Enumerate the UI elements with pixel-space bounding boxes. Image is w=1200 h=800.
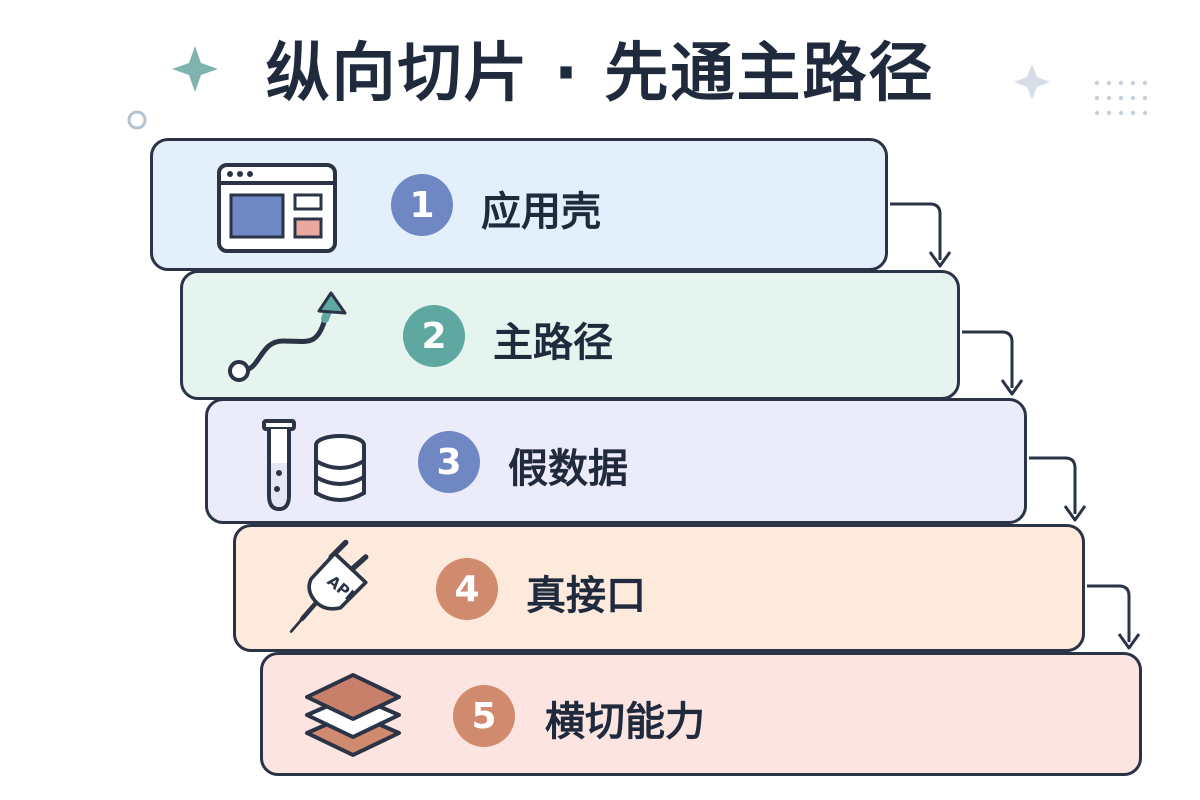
dot-grid-decoration-icon [1094, 80, 1148, 116]
connector-arrow-1-2 [890, 202, 952, 268]
step-2-label: 主路径 [493, 320, 613, 366]
api-plug-icon: API [289, 539, 369, 633]
connector-arrow-4-5 [1087, 584, 1141, 650]
step-1-card: 1 应用壳 [150, 138, 888, 271]
step-4-number-badge: 4 [436, 558, 498, 620]
step-3-card: 3 假数据 [205, 398, 1027, 524]
step-1-number-badge: 1 [391, 174, 453, 236]
step-4-label: 真接口 [526, 573, 646, 619]
connector-arrow-2-3 [962, 330, 1024, 396]
ring-decoration-icon [127, 110, 147, 130]
path-arrow-icon [228, 291, 347, 382]
step-5-card: 5 横切能力 [260, 652, 1142, 776]
layers-icon [305, 673, 401, 757]
step-5-number-badge: 5 [453, 685, 515, 747]
sparkle-left-icon [172, 46, 218, 92]
step-3-label: 假数据 [508, 446, 628, 492]
step-2-card: 2 主路径 [180, 270, 960, 400]
step-2-number-badge: 2 [403, 305, 465, 367]
step-3-number-badge: 3 [418, 431, 480, 493]
step-5-label: 横切能力 [545, 699, 705, 745]
step-1-label: 应用壳 [481, 189, 601, 235]
sparkle-right-icon [1014, 64, 1050, 100]
page-title: 纵向切片 · 先通主路径 [265, 37, 935, 111]
step-4-card: API 4 真接口 [233, 524, 1085, 652]
test-tube-database-icon [262, 419, 366, 512]
app-window-icon [217, 163, 337, 253]
connector-arrow-3-4 [1029, 456, 1087, 522]
